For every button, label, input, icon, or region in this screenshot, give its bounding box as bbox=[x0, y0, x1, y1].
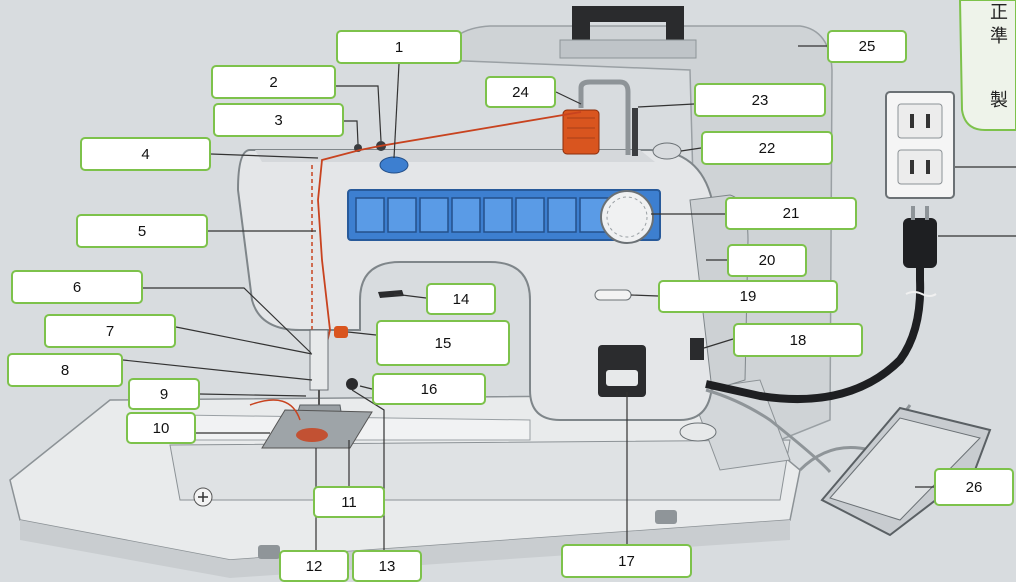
callout-2: 2 bbox=[211, 65, 336, 99]
pattern-dial bbox=[600, 190, 654, 244]
bed-front bbox=[169, 439, 791, 501]
callout-17: 17 bbox=[561, 544, 692, 578]
thread-spool bbox=[562, 109, 600, 155]
presser-foot-lever bbox=[378, 290, 404, 298]
callout-19: 19 bbox=[658, 280, 838, 313]
callout-21: 21 bbox=[725, 197, 857, 230]
side-note-line3: 製 bbox=[990, 90, 1008, 111]
callout-12: 12 bbox=[279, 550, 349, 582]
base-plate-edge bbox=[20, 520, 790, 578]
case-handle-base bbox=[559, 39, 697, 59]
side-note-panel bbox=[958, 0, 1016, 131]
callout-10: 10 bbox=[126, 412, 196, 444]
reverse-lever bbox=[334, 326, 348, 338]
callout-4: 4 bbox=[80, 137, 211, 171]
callout-16: 16 bbox=[372, 373, 486, 405]
callout-3: 3 bbox=[213, 103, 344, 137]
leader-lines bbox=[122, 45, 1016, 550]
thread-tension-dial bbox=[379, 156, 409, 174]
power-plug bbox=[903, 218, 937, 268]
callout-25: 25 bbox=[827, 30, 907, 63]
callout-26: 26 bbox=[934, 468, 1014, 506]
callout-14: 14 bbox=[426, 283, 496, 315]
callout-24: 24 bbox=[485, 76, 556, 108]
case-handle bbox=[572, 6, 684, 52]
callout-22: 22 bbox=[701, 131, 833, 165]
callout-9: 9 bbox=[128, 378, 200, 410]
callout-20: 20 bbox=[727, 244, 807, 277]
callout-8: 8 bbox=[7, 353, 123, 387]
thread-path bbox=[317, 111, 582, 381]
side-note-line2: 準 bbox=[990, 26, 1008, 47]
callout-13: 13 bbox=[352, 550, 422, 582]
power-switch bbox=[690, 338, 704, 360]
power-cord bbox=[705, 268, 925, 404]
callout-6: 6 bbox=[11, 270, 143, 304]
callout-7: 7 bbox=[44, 314, 176, 348]
callout-5: 5 bbox=[76, 214, 208, 248]
needle-clamp-screw bbox=[346, 378, 358, 390]
spool-pin bbox=[578, 79, 631, 155]
callout-23: 23 bbox=[694, 83, 826, 117]
pedal-cord bbox=[705, 388, 832, 473]
callout-1: 1 bbox=[336, 30, 462, 64]
needle-bar bbox=[309, 329, 329, 391]
callout-11: 11 bbox=[313, 486, 385, 518]
callout-15: 15 bbox=[376, 320, 510, 366]
side-note-line1: 正 bbox=[990, 2, 1008, 23]
bobbin-winder-spindle bbox=[632, 108, 638, 156]
callout-18: 18 bbox=[733, 323, 863, 357]
stitch-length-lever bbox=[594, 289, 632, 301]
bobbin-winder-stop bbox=[652, 142, 682, 160]
